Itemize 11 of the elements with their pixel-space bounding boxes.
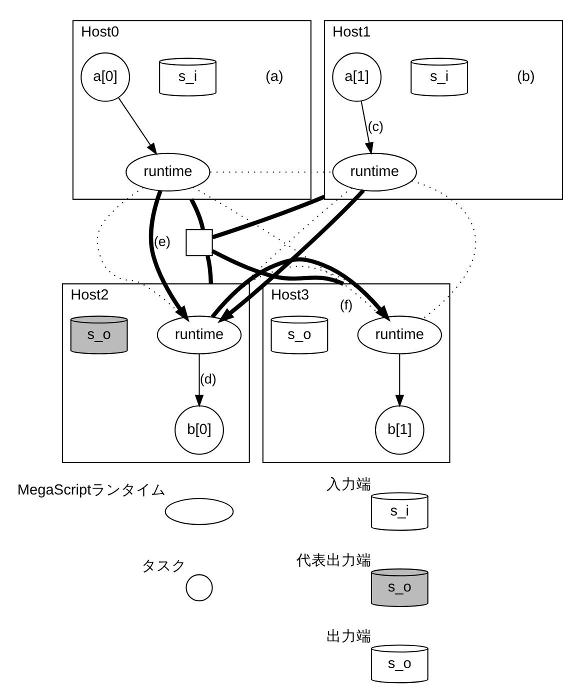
edge-label: (f) bbox=[339, 297, 352, 312]
node-label: 入力端 bbox=[326, 476, 372, 493]
edge-label: (e) bbox=[153, 234, 170, 250]
label: (b) bbox=[516, 68, 534, 85]
edge-label: (d) bbox=[199, 371, 216, 386]
node-label: MegaScriptランタイム bbox=[16, 482, 166, 499]
node-label: 出力端 bbox=[326, 629, 372, 646]
node-label: タスク bbox=[140, 558, 186, 575]
node-label: 代表出力端 bbox=[296, 552, 371, 569]
label: (a) bbox=[264, 68, 283, 85]
edge-label: (c) bbox=[367, 118, 384, 134]
